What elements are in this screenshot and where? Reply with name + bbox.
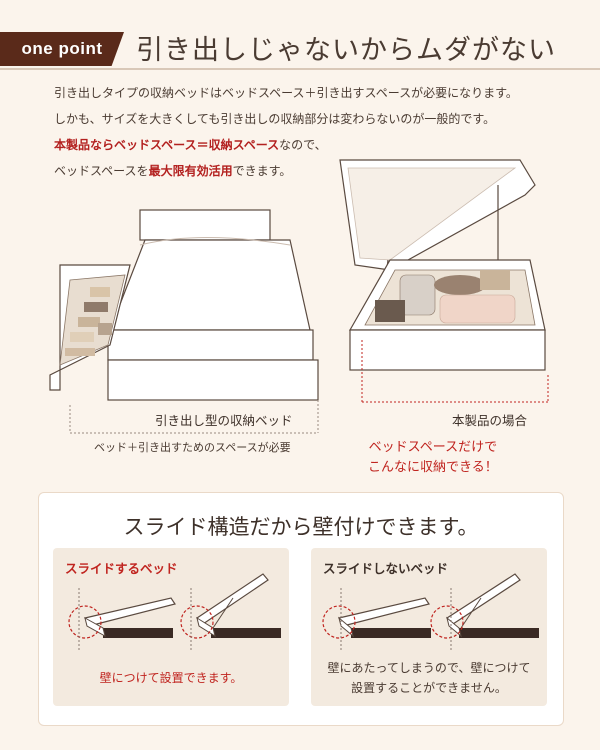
intro-text: 引き出しタイプの収納ベッドはベッドスペース＋引き出すスペースが必要になります。 … [54, 80, 518, 184]
sliding-bed-diagram [68, 573, 281, 650]
drawer-bed-illustration [49, 209, 319, 434]
lift-bed-illustration [339, 159, 549, 403]
non-sliding-bed-diagram [322, 573, 539, 650]
page-title: 引き出しじゃないからムダがない [136, 35, 556, 66]
lift-bed-caption: 本製品の場合 [452, 413, 528, 428]
intro-line-1: 引き出しタイプの収納ベッドはベッドスペース＋引き出すスペースが必要になります。 [54, 86, 518, 100]
non-sliding-bed-text-line-1: 壁にあたってしまうので、壁につけて [327, 661, 531, 675]
slide-panel-title: スライド構造だから壁付けできます。 [123, 515, 479, 539]
non-sliding-bed-text-line-2: 設置することができません。 [351, 681, 507, 695]
intro-line-4: ベッドスペースを最大限有効活用できます。 [54, 158, 518, 184]
sliding-bed-box: スライドするベッド 壁につけて設置できます。 [53, 548, 289, 706]
one-point-badge: one point [0, 32, 124, 66]
intro-emphasis-a: 本製品なら [54, 138, 115, 152]
intro-plain-f: できます。 [232, 164, 292, 178]
lift-bed-note-line-1: ベッドスペースだけで [368, 440, 498, 455]
intro-plain-c: なので、 [279, 138, 327, 152]
sliding-bed-text: 壁につけて設置できます。 [99, 671, 243, 685]
intro-emphasis-b: ベッドスペース＝収納スペース [114, 138, 280, 152]
drawer-bed-caption: 引き出し型の収納ベッド [155, 413, 293, 428]
non-sliding-bed-box: スライドしないベッド 壁にあたってしまうので、壁につけて 設置することができませ… [311, 548, 547, 706]
drawer-bed-note: ベッド＋引き出すためのスペースが必要 [94, 441, 291, 454]
intro-line-3: 本製品ならベッドスペース＝収納スペースなので、 [54, 132, 518, 158]
non-sliding-bed-title: スライドしないベッド [323, 561, 449, 576]
lift-bed-note: ベッドスペースだけで こんなに収納できる！ [368, 438, 498, 478]
non-sliding-bed-text: 壁にあたってしまうので、壁につけて 設置することができません。 [311, 658, 547, 698]
lift-bed-note-line-2: こんなに収納できる！ [368, 460, 498, 475]
intro-line-2: しかも、サイズを大きくしても引き出しの収納部分は変わらないのが一般的です。 [54, 112, 496, 126]
intro-plain-d: ベッドスペースを [54, 164, 149, 178]
slide-structure-panel: スライド構造だから壁付けできます。 スライドするベッド 壁につけて設置できます。… [38, 492, 564, 726]
intro-emphasis-e: 最大限有効活用 [148, 164, 233, 178]
sliding-bed-title: スライドするベッド [65, 561, 178, 576]
title-divider [0, 68, 600, 70]
